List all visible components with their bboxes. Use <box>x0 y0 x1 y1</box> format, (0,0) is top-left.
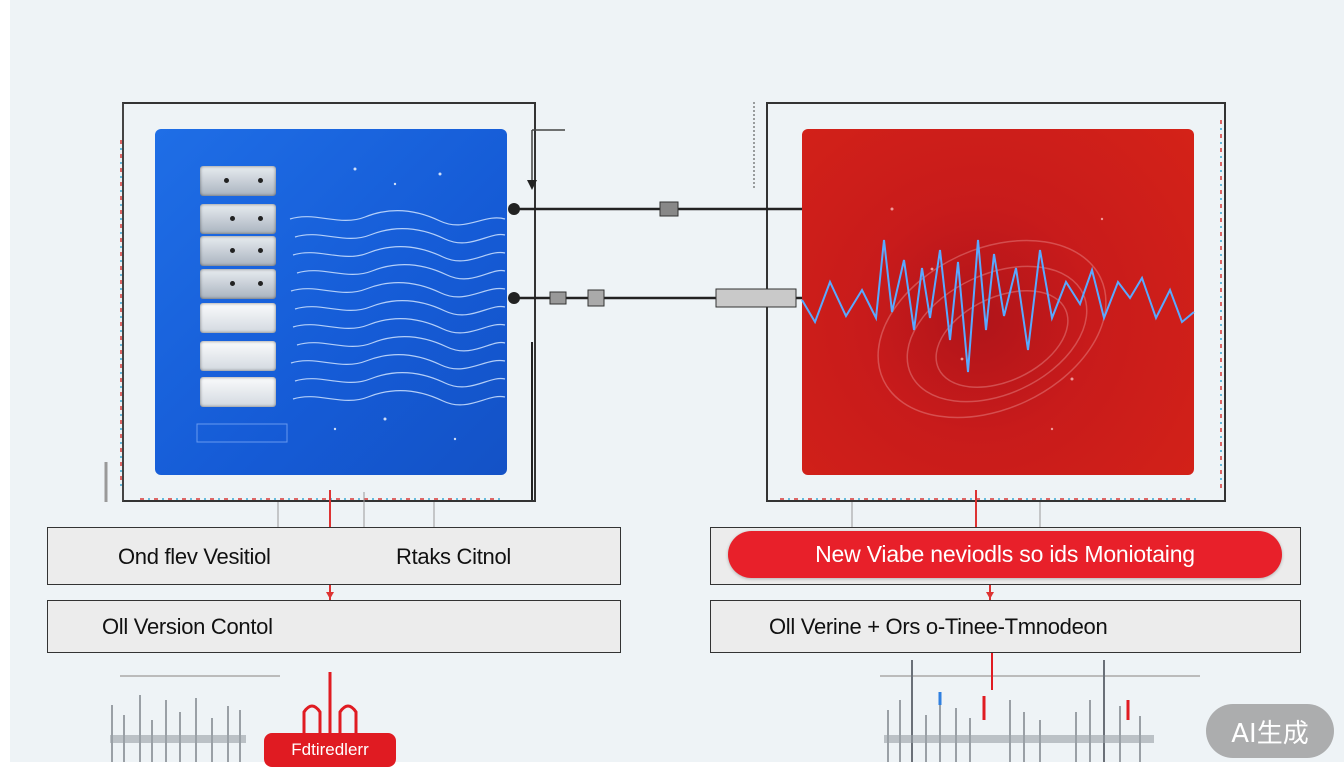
bottom-red-badge: Fdtiredlerr <box>264 733 396 767</box>
storage-slot <box>200 303 276 333</box>
row-label: Oll Version Contol <box>102 614 273 639</box>
right-frame-dashed-bottom <box>780 498 1200 500</box>
storage-slot <box>200 269 276 299</box>
storage-slot <box>200 377 276 407</box>
blue-data-panel <box>155 129 507 475</box>
row-label-left: Ond flev Vesitiol <box>118 544 271 569</box>
monitoring-pill: New Viabe neviodls so ids Moniotaing <box>728 531 1282 578</box>
page-bottom-margin <box>0 762 1344 768</box>
ai-generated-watermark: AI生成 <box>1206 704 1334 758</box>
storage-slot <box>200 166 276 196</box>
left-version-row: Ond flev Vesitiol Rtaks Citnol <box>47 527 621 585</box>
right-frame-dashed-edge <box>1220 120 1222 490</box>
storage-slot <box>200 341 276 371</box>
storage-slot <box>200 236 276 266</box>
left-frame-dashed-edge <box>120 140 122 490</box>
page-left-margin <box>0 0 10 768</box>
blue-wave-lines <box>196 167 506 443</box>
left-version-control-row: Oll Version Contol <box>47 600 621 653</box>
right-version-row: Oll Verine + Ors o-Tinee-Tmnodeon <box>710 600 1301 653</box>
row-label-right: Rtaks Citnol <box>396 544 511 569</box>
left-frame-dashed-bottom <box>140 498 500 500</box>
row-label: Oll Verine + Ors o-Tinee-Tmnodeon <box>769 614 1108 639</box>
storage-slot <box>200 204 276 234</box>
